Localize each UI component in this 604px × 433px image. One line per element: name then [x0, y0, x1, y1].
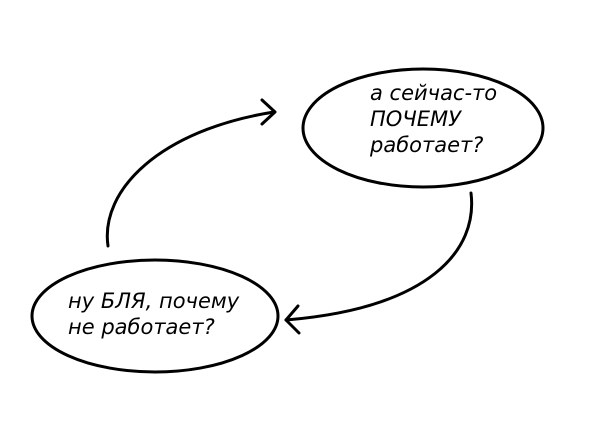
- node-bottom-left-label: ну БЛЯ, почему не работает?: [68, 288, 239, 340]
- arrow-down-to-bottom-left: [284, 191, 474, 335]
- node-top-right-line-2: ПОЧЕМУ: [370, 107, 461, 131]
- node-bottom-left-ellipse: [30, 258, 280, 374]
- node-top-right-label: а сейчас-то ПОЧЕМУ работает?: [370, 80, 497, 158]
- node-top-right-line-1: а сейчас-то: [370, 81, 498, 105]
- node-bottom-left-line-1: ну БЛЯ, почему: [68, 289, 240, 313]
- node-top-right-line-3: работает?: [370, 133, 484, 157]
- node-bottom-left-line-2: не работает?: [68, 315, 215, 339]
- node-top-right-ellipse: [301, 67, 545, 189]
- arrow-up-to-top-right: [105, 98, 277, 248]
